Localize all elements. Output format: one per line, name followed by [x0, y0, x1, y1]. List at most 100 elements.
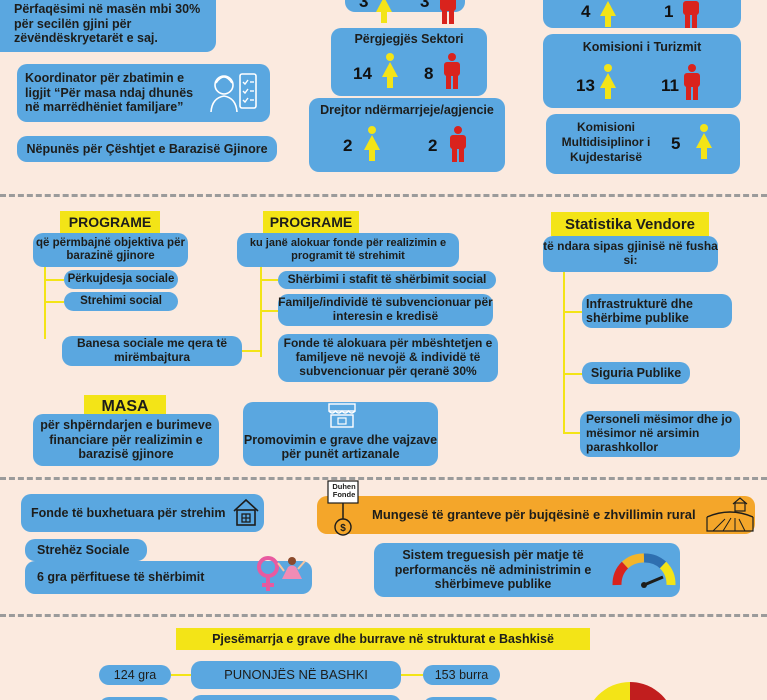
gender-officer-text: Nëpunës për Çështjet e Barazisë Gjinore [26, 141, 268, 156]
shelter-card: Strehëz Sociale [25, 539, 147, 561]
stats-tag: Statistika Vendore [551, 212, 709, 236]
participation-title: Pjesëmarrja e grave dhe burrave në struk… [176, 628, 590, 650]
connector [44, 279, 64, 281]
male-icon [447, 124, 469, 164]
employees-label-text: PUNONJËS NË BASHKI [224, 666, 368, 682]
center-row0-card [345, 0, 465, 12]
discipline-title: Komisioni Multidisiplinor i Kujdestarisë [561, 120, 651, 164]
program2-item-label: Fonde të alokuara për mbështetjen e fami… [283, 336, 493, 378]
gender-officer-card: Nëpunës për Çështjet e Barazisë Gjinore [17, 136, 277, 162]
section-divider [0, 194, 767, 197]
female-icon [380, 52, 400, 90]
checklist-person-icon [208, 70, 260, 114]
center-row0-male-count: 3 [420, 0, 430, 11]
program-item-care: Përkujdesja sociale [64, 270, 178, 289]
grants-card: Mungesë të granteve për bujqësinë e zhvi… [317, 496, 755, 534]
male-icon [437, 0, 459, 24]
programs-objectives-text: që përmbajnë objektiva për barazinë gjin… [36, 236, 185, 262]
tourism-title: Komisioni i Turizmit [582, 40, 702, 54]
discipline-female-count: 5 [671, 134, 681, 153]
beneficiaries-card: 6 gra përfituese të shërbimit [25, 561, 312, 594]
coordinator-text: Koordinator për zbatimin e ligjit “Për m… [25, 71, 194, 115]
programs-tag: PROGRAME [60, 211, 160, 233]
tourism-male-count: 11 [661, 76, 679, 95]
artisan-promo-text: Promovimin e grave dhe vajzave për punët… [243, 432, 438, 461]
director-female-count: 2 [343, 136, 353, 155]
connector [44, 267, 46, 339]
programs-tag: PROGRAME [263, 211, 359, 233]
indicators-card: Sistem treguesish për matje të performan… [374, 543, 680, 597]
female-icon [598, 62, 618, 102]
section-divider [0, 477, 767, 480]
fund-sign-text: Duhen Fonde [332, 482, 356, 500]
program-item-label: Strehimi social [80, 294, 162, 307]
director-title: Drejtor ndërmarrjeje/agjencie [320, 103, 494, 117]
connector [260, 279, 278, 281]
connector [401, 674, 423, 676]
male-icon [680, 0, 702, 28]
farmland-icon [705, 497, 755, 533]
program2-item-staff: Shërbimi i stafit të shërbimit social [278, 271, 496, 289]
tourism-female-count: 13 [576, 76, 595, 95]
women-count-card: 124 gra [99, 665, 171, 685]
connector [260, 310, 278, 312]
house-icon [231, 497, 261, 527]
social-housing-text: Banesa sociale me qera të mirëmbajtura [76, 336, 228, 364]
connector [260, 267, 262, 357]
programs-objectives-card: që përmbajnë objektiva për barazinë gjin… [33, 233, 188, 267]
sector-female-count: 14 [353, 64, 372, 83]
stats-item-label: Siguria Publike [590, 365, 682, 380]
gauge-icon [611, 549, 677, 589]
stats-desc-card: të ndara sipas gjinisë në fusha si: [543, 236, 718, 272]
right-row0-male-count: 1 [664, 2, 674, 21]
men-count-text: 153 burra [434, 667, 489, 682]
next-row-card [423, 697, 500, 700]
center-row0-female-count: 3 [359, 0, 369, 11]
stats-item-infrastructure: Infrastrukturë dhe shërbime publike [582, 294, 732, 328]
beneficiaries-text: 6 gra përfituese të shërbimit [37, 570, 205, 585]
pie-chart-icon [585, 682, 675, 700]
housing-funds-text: Fonde të buxhetuara për strehim [31, 505, 226, 520]
quota-text: Përfaqësimi në masën mbi 30% për secilën… [14, 2, 201, 46]
social-housing-card: Banesa sociale me qera të mirëmbajtura [62, 336, 242, 366]
connector [563, 272, 565, 432]
employees-label-card: PUNONJËS NË BASHKI [191, 661, 401, 689]
women-count-text: 124 gra [113, 667, 157, 682]
stats-item-label: Personeli mësimor dhe jo mësimor në arsi… [586, 412, 733, 454]
masa-text: për shpërndarjen e burimeve financiare p… [40, 418, 212, 462]
connector [44, 301, 64, 303]
program2-item-label: Shërbimi i stafit të shërbimit social [287, 272, 487, 287]
female-icon [694, 122, 714, 162]
program2-item-rent: Fonde të alokuara për mbështetjen e fami… [278, 334, 498, 382]
tourism-card [543, 34, 741, 108]
right-row0-female-count: 4 [581, 2, 591, 21]
masa-card: për shpërndarjen e burimeve financiare p… [33, 414, 219, 466]
next-row-card [99, 697, 171, 700]
connector [563, 311, 583, 313]
women-symbol-icon [254, 553, 308, 593]
connector [242, 350, 262, 352]
connector [563, 432, 583, 434]
female-icon [598, 0, 618, 28]
stats-desc-text: të ndara sipas gjinisë në fusha si: [543, 239, 718, 267]
director-card [309, 98, 505, 172]
program-item-label: Përkujdesja sociale [67, 272, 175, 285]
sector-card [331, 28, 487, 96]
program-item-housing: Strehimi social [64, 292, 178, 311]
section-divider [0, 614, 767, 617]
male-icon [441, 52, 463, 90]
grants-text: Mungesë të granteve për bujqësinë e zhvi… [372, 506, 696, 522]
male-icon [681, 62, 703, 102]
quota-note: Përfaqësimi në masën mbi 30% për secilën… [0, 0, 216, 52]
connector [171, 674, 191, 676]
sector-male-count: 8 [424, 64, 434, 83]
next-row-card [191, 695, 401, 700]
fund-sign-icon: $ [324, 479, 364, 537]
indicators-text: Sistem treguesish për matje të performan… [394, 548, 592, 592]
director-male-count: 2 [428, 136, 438, 155]
program2-item-label: Familje/individë të subvencionuar për in… [278, 295, 493, 323]
sector-title: Përgjegjës Sektori [354, 32, 464, 46]
housing-funds-card: Fonde të buxhetuara për strehim [21, 494, 264, 532]
svg-text:$: $ [340, 523, 346, 534]
stats-item-teachers: Personeli mësimor dhe jo mësimor në arsi… [580, 411, 740, 457]
